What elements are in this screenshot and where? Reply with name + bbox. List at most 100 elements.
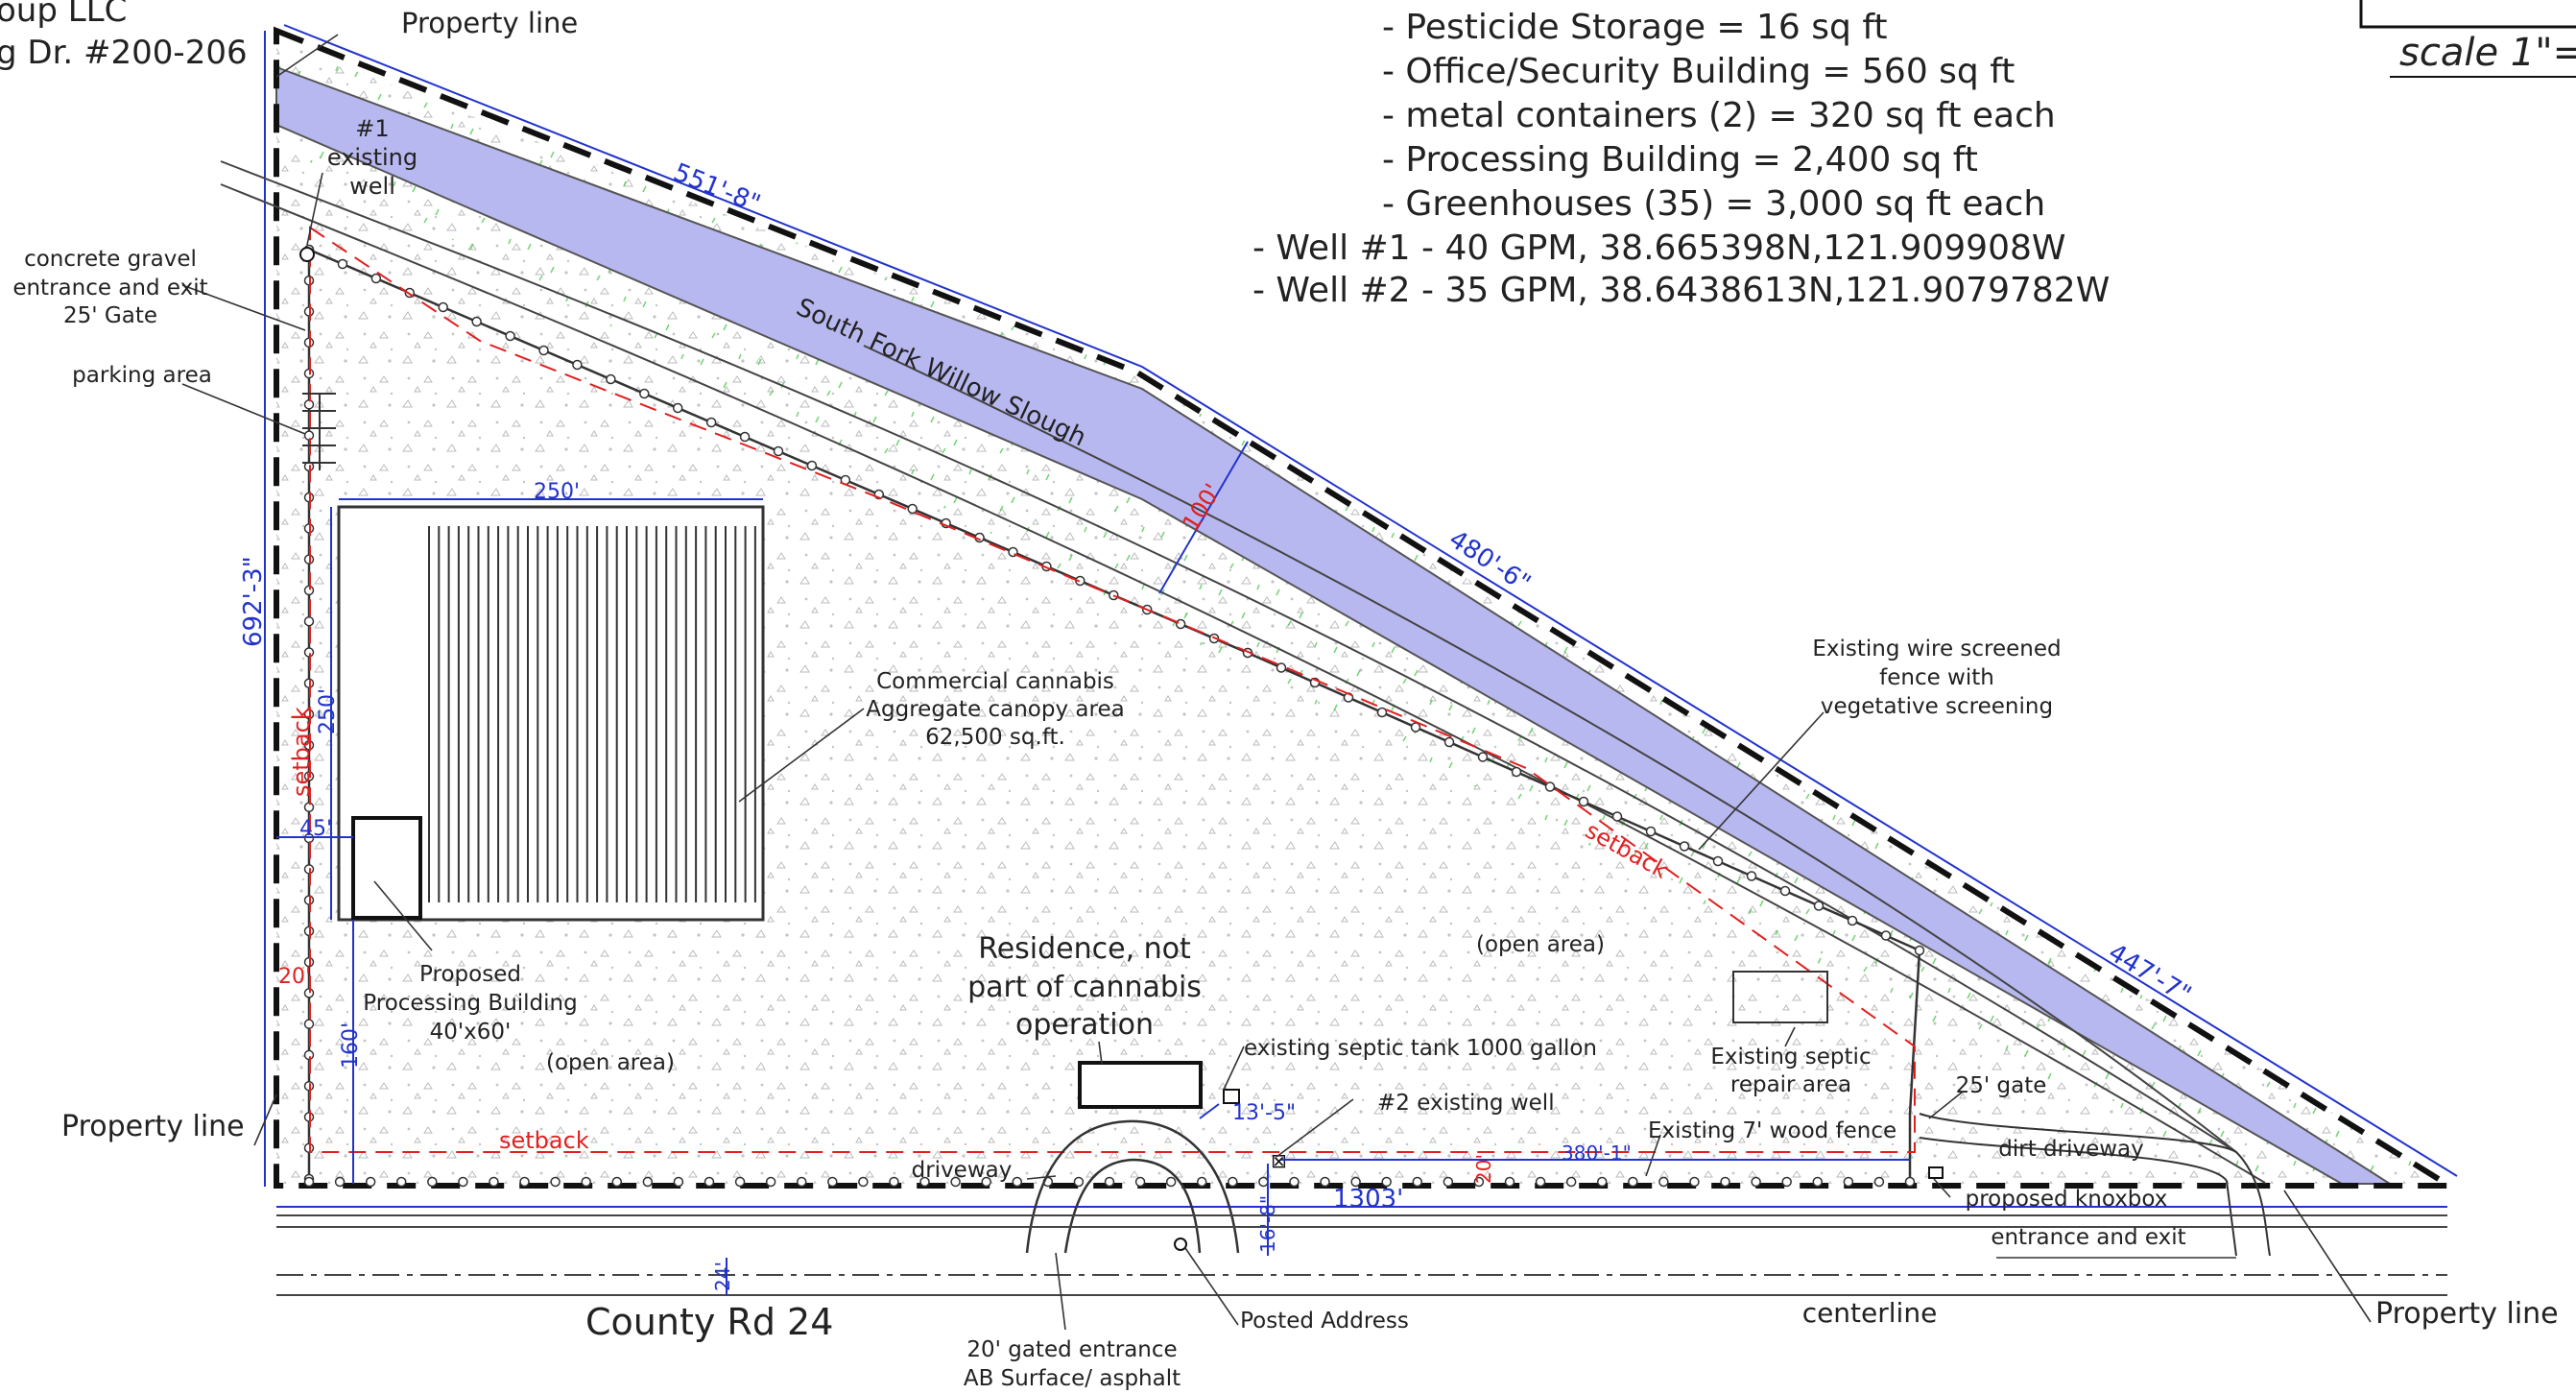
fence-post <box>572 359 583 371</box>
property-line-label-right: Property line <box>2375 1297 2559 1331</box>
dim-canopy-width: 250' <box>534 480 580 504</box>
fence-post <box>1746 871 1757 881</box>
fence-post <box>1596 1176 1608 1188</box>
centerline-label: centerline <box>1802 1297 1938 1329</box>
open-area-label-east: (open area) <box>1476 932 1605 957</box>
fence-post <box>1658 1176 1669 1188</box>
leader-lines <box>181 34 2372 1331</box>
fence-post <box>1376 707 1388 718</box>
fence-post <box>1443 736 1455 748</box>
fence-post <box>1134 1176 1146 1188</box>
fence-post <box>1443 1176 1454 1188</box>
residence-label-3: operation <box>1015 1008 1154 1042</box>
canopy-label-1: Commercial cannabis <box>876 669 1114 694</box>
fence-post <box>365 1176 376 1188</box>
dimension-outline <box>264 24 2458 1208</box>
fence-post <box>1511 766 1522 778</box>
fence-post <box>773 445 784 457</box>
fence-post <box>734 1176 746 1188</box>
fence-post <box>1412 1176 1423 1188</box>
fence-post <box>438 301 448 313</box>
fence-post <box>1779 885 1791 897</box>
fence-post <box>370 273 382 284</box>
fence-post <box>1410 722 1421 733</box>
fence-post <box>1812 1176 1824 1188</box>
fence-post <box>1473 1176 1485 1188</box>
fence-post <box>1104 1176 1115 1188</box>
canopy-label-3: 62,500 sq.ft. <box>925 725 1065 750</box>
owner-address: g Dr. #200-206 <box>0 34 248 72</box>
fence-post <box>1720 1176 1730 1188</box>
fence-post <box>704 1176 715 1188</box>
residence-label-2: part of cannabis <box>967 971 1202 1004</box>
note-office: - Office/Security Building = 560 sq ft <box>1382 52 2015 91</box>
fence-post <box>1258 1176 1269 1188</box>
fence-post <box>337 258 348 270</box>
fence-post <box>1504 1176 1515 1188</box>
well-1-label-number: #1 <box>355 115 389 142</box>
processing-label-1: Proposed <box>419 962 521 987</box>
fence-post <box>981 1176 991 1188</box>
fence-post <box>1781 1176 1792 1188</box>
fence-post <box>739 431 751 443</box>
fence-post <box>765 1176 776 1188</box>
setback-line <box>309 226 1916 1153</box>
fence-post <box>1645 826 1657 837</box>
fence-post <box>1904 1176 1916 1188</box>
entrance-exit-label: entrance and exit <box>1991 1225 2185 1250</box>
septic-tank-symbol <box>1223 1089 1240 1104</box>
fence-post <box>471 316 482 327</box>
residence-label-1: Residence, not <box>978 932 1191 966</box>
fence-post <box>1751 1176 1761 1188</box>
dim-west-edge: 692'-3" <box>239 556 268 647</box>
septic-repair-label-1: Existing septic <box>1710 1045 1871 1070</box>
wire-fence-label-2: fence with <box>1879 665 1994 690</box>
fence-post <box>1914 945 1925 956</box>
fence-post <box>581 1176 591 1188</box>
processing-label-2: Processing Building <box>363 991 577 1016</box>
dim-road-half: 24' <box>711 1262 734 1291</box>
creek-line-2 <box>220 183 2266 1184</box>
fence-post <box>827 1176 838 1188</box>
fence-post <box>505 330 515 342</box>
fence-post <box>303 615 315 627</box>
well-2-symbol: ⊠ <box>1271 1149 1287 1172</box>
gated-entrance-label-2: AB Surface/ asphalt <box>964 1366 1181 1391</box>
gate-25-label: 25' gate <box>1956 1073 2047 1098</box>
well-1-label-existing: existing <box>327 144 417 171</box>
property-line-label-top: Property line <box>401 7 578 39</box>
creek-line-3 <box>863 345 2237 1153</box>
dim-south-offset: 160' <box>339 1022 363 1069</box>
fence-post <box>1073 1176 1085 1188</box>
fence-post <box>907 503 918 515</box>
fence-post <box>550 1176 561 1188</box>
parking-stalls <box>302 393 336 470</box>
fence-post <box>1544 781 1556 792</box>
fence-post <box>1350 1176 1361 1188</box>
fence-post <box>1578 796 1589 807</box>
dim-bottom-edge: 1303' <box>1333 1185 1403 1214</box>
posted-address-label: Posted Address <box>1240 1309 1409 1334</box>
residence <box>1078 1061 1203 1109</box>
dimension-marks <box>276 441 1910 1295</box>
fence-post <box>1012 1176 1023 1188</box>
fence-post <box>489 1176 499 1188</box>
well-2-label: #2 existing well <box>1377 1091 1555 1116</box>
fence-post <box>1880 930 1892 941</box>
fence-post <box>1196 1176 1207 1188</box>
processing-building <box>351 816 422 920</box>
septic-repair-area <box>1732 971 1828 1023</box>
note-greenhouses: - Greenhouses (35) = 3,000 sq ft each <box>1382 184 2045 224</box>
gated-entrance-label-1: 20' gated entrance <box>966 1337 1177 1362</box>
scale-box <box>2359 0 2576 29</box>
fence-post <box>1228 1176 1238 1188</box>
fence-post <box>1320 1176 1330 1188</box>
dim-west-offset: 45' <box>299 817 332 841</box>
driveway-label: driveway <box>912 1158 1013 1183</box>
fence-post <box>538 345 549 356</box>
circular-driveway <box>1025 1119 1240 1254</box>
fence-post <box>672 402 683 414</box>
fence-post <box>1873 1176 1885 1188</box>
posted-address-symbol <box>1174 1238 1187 1251</box>
